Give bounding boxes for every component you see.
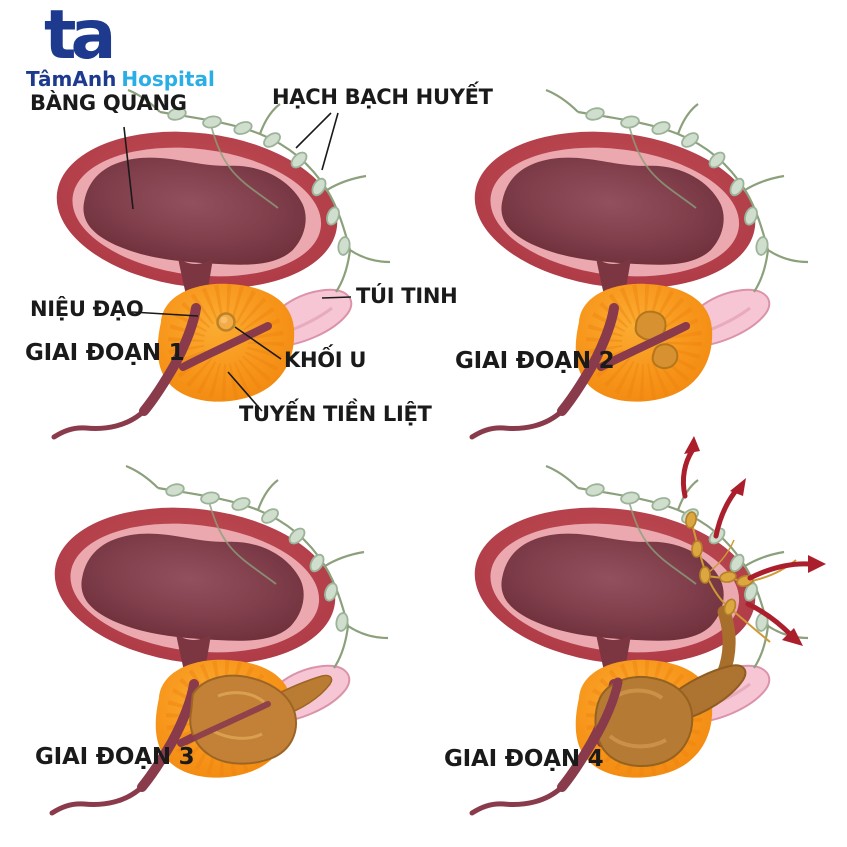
- spread-arrows: [680, 436, 826, 646]
- tumor-stage-4: [558, 605, 747, 791]
- tumor-stage-1: [216, 312, 236, 332]
- metastasis-lymph-chain: [685, 511, 797, 643]
- prostate-label: TUYẾN TIỀN LIỆT: [239, 402, 432, 426]
- stage-4-label: GIAI ĐOẠN 4: [444, 746, 604, 772]
- stage-3-label: GIAI ĐOẠN 3: [35, 744, 195, 770]
- panel-stage-2: [428, 60, 847, 480]
- tumor-label: KHỐI U: [284, 348, 367, 372]
- panel-stage-1: [10, 60, 430, 480]
- tumor-stage-3: [183, 674, 333, 765]
- panel-stage-4: [428, 436, 826, 847]
- anatomy: [48, 90, 390, 437]
- panel-stage-3: [8, 436, 428, 847]
- stage-2-label: GIAI ĐOẠN 2: [455, 348, 615, 374]
- lymph-nodes-label: HẠCH BẠCH HUYẾT: [272, 85, 493, 109]
- anatomy: [466, 90, 808, 437]
- logo-brand-name: TâmAnh: [26, 66, 117, 91]
- seminal-vesicle-label: TÚI TINH: [356, 284, 458, 308]
- logo-mark: ta: [44, 0, 116, 75]
- urethra-label: NIỆU ĐẠO: [30, 297, 144, 321]
- logo-brand-suffix: Hospital: [121, 66, 215, 91]
- stage-1-label: GIAI ĐOẠN 1: [25, 340, 185, 366]
- tumor-stage-2: [597, 310, 690, 371]
- bladder-label: BÀNG QUANG: [30, 91, 187, 115]
